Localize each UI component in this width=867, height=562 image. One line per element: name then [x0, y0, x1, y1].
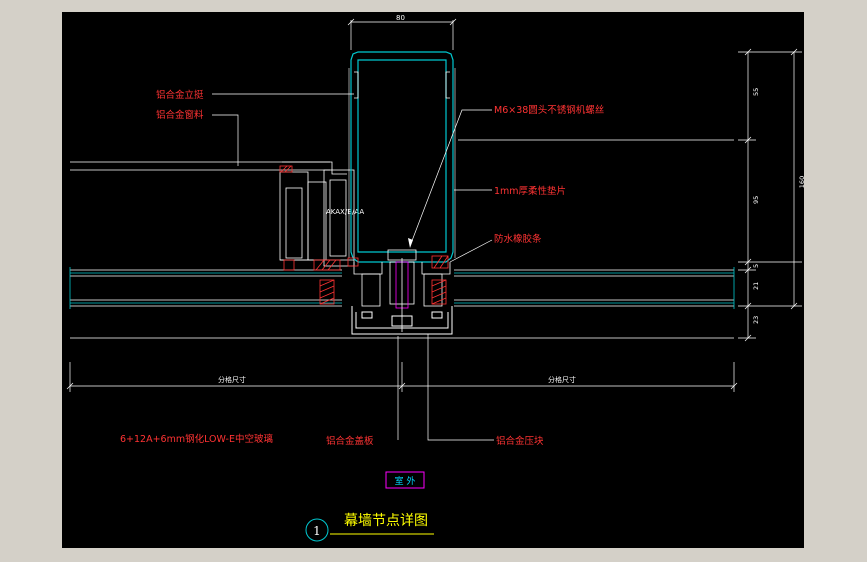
right-dim-total: 160 [798, 176, 804, 188]
leader-lines [212, 93, 494, 441]
glass-end-ticks [69, 267, 735, 309]
right-dim-3: 5 [752, 264, 760, 268]
glass-spacer-lines [70, 272, 734, 304]
span-dimension [66, 362, 738, 392]
top-dimension [347, 18, 457, 50]
right-dim-1: 55 [752, 88, 760, 96]
label-mullion: 铝合金立挺 [156, 89, 204, 101]
cover-plate [351, 306, 453, 335]
cad-drawing-area: AKAX/B/AA [62, 12, 804, 548]
exterior-text: 室 外 [395, 475, 416, 487]
glass-panes [70, 269, 734, 307]
right-dim-4: 21 [752, 282, 760, 290]
transom-frame [70, 161, 355, 267]
mullion [350, 51, 454, 263]
right-dimensions [738, 48, 802, 342]
label-pressure-plate: 铝合金压块 [496, 435, 544, 447]
curtain-wall-node-drawing: AKAX/B/AA [66, 14, 804, 542]
mullion-hooks [354, 71, 450, 99]
right-dim-2: 95 [752, 196, 760, 204]
right-dim-5: 23 [752, 316, 760, 324]
seal-strips [319, 255, 449, 305]
span-right-text: 分格尺寸 [548, 375, 576, 384]
span-left-text: 分格尺寸 [218, 375, 246, 384]
label-seal: 防水橡胶条 [494, 233, 542, 245]
node-number-circle [305, 518, 329, 542]
top-dimension-text: 80 [396, 14, 405, 22]
label-glass: 6+12A+6mm钢化LOW-E中空玻璃 [120, 433, 273, 445]
clamp-assembly [353, 249, 451, 332]
small-note-text: AKAX/B/AA [326, 208, 364, 216]
label-gasket: 1mm厚柔性垫片 [494, 185, 566, 197]
mullion-gasket [348, 68, 456, 258]
label-transom-frame: 铝合金窗料 [156, 109, 204, 121]
reference-lines [70, 139, 734, 339]
exterior-box [385, 471, 425, 489]
node-number-text: 1 [313, 524, 321, 538]
drawing-title: 幕墙节点详图 [344, 513, 428, 529]
leader-arrows [408, 238, 413, 248]
label-cover-plate: 铝合金盖板 [326, 435, 374, 447]
transom-hatch [279, 165, 341, 271]
label-bolt: M6×38圆头不锈钢机螺丝 [494, 104, 604, 116]
